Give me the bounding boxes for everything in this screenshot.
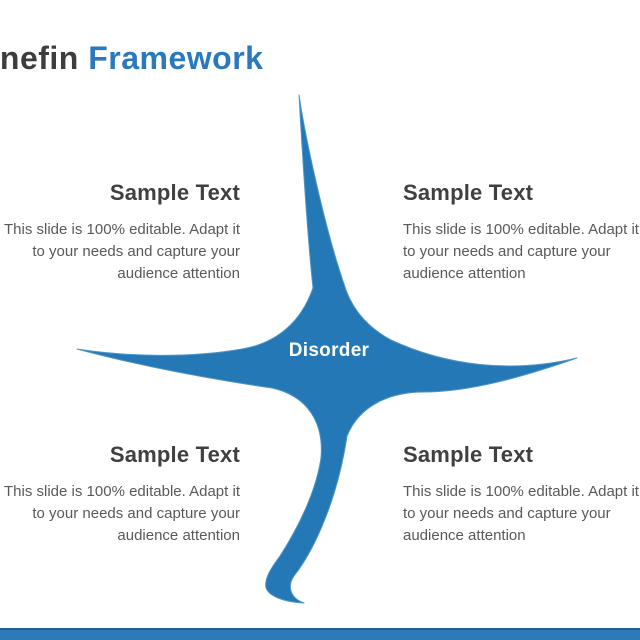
footer-accent-bar xyxy=(0,628,640,640)
swirl-path xyxy=(76,94,578,604)
quadrant-bottom-right: Sample Text This slide is 100% editable.… xyxy=(403,442,640,547)
quadrant-heading: Sample Text xyxy=(403,442,534,467)
quadrant-body: This slide is 100% editable. Adapt it to… xyxy=(4,483,240,544)
slide-title: Cynefin Framework xyxy=(0,40,263,77)
quadrant-body: This slide is 100% editable. Adapt it to… xyxy=(403,483,639,544)
quadrant-heading: Sample Text xyxy=(109,180,240,205)
quadrant-heading: Sample Text xyxy=(109,442,240,467)
quadrant-body: This slide is 100% editable. Adapt it to… xyxy=(403,221,639,282)
center-label: Disorder xyxy=(288,340,370,361)
slide-title-accent-part: Framework xyxy=(78,40,264,76)
slide-title-dark-part: Cynefin xyxy=(0,40,79,76)
quadrant-top-left: Sample Text This slide is 100% editable.… xyxy=(0,180,240,285)
quadrant-heading: Sample Text xyxy=(403,180,534,205)
quadrant-body: This slide is 100% editable. Adapt it to… xyxy=(4,221,240,282)
quadrant-bottom-left: Sample Text This slide is 100% editable.… xyxy=(0,442,240,547)
quadrant-top-right: Sample Text This slide is 100% editable.… xyxy=(403,180,640,285)
